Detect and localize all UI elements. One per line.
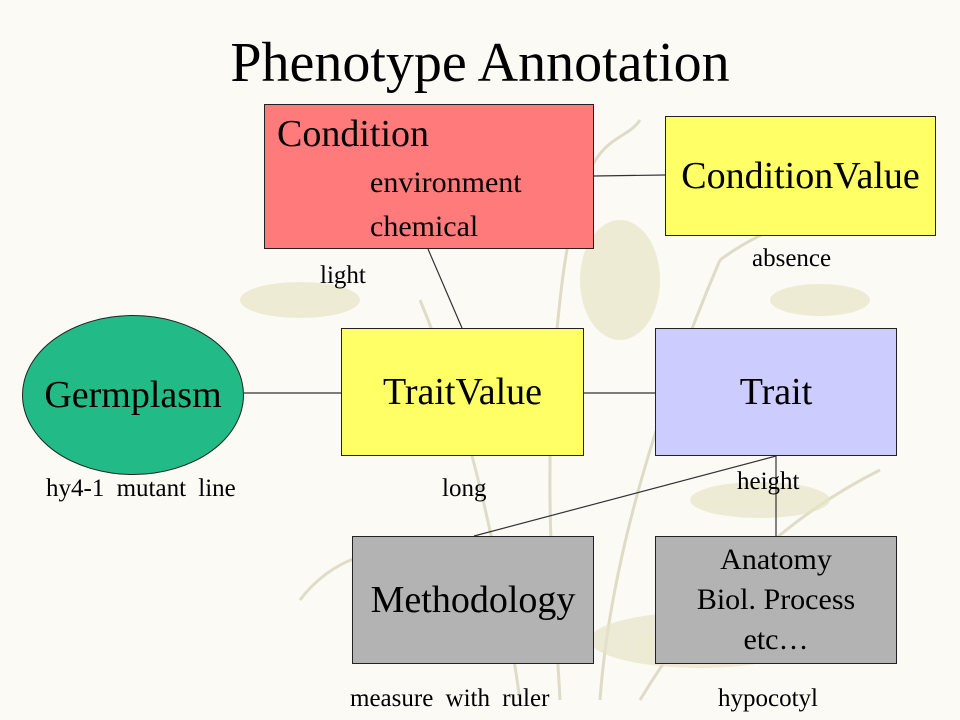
example-hypocotyl: hypocotyl: [718, 685, 818, 712]
germplasm-label: Germplasm: [44, 374, 222, 416]
example-long: long: [442, 475, 487, 502]
condition-value-box: ConditionValue: [665, 116, 936, 236]
anatomy-line-biol-process: Biol. Process: [696, 583, 856, 616]
condition-line-environment: environment: [370, 166, 522, 199]
methodology-label: Methodology: [370, 579, 576, 621]
condition-line-chemical: chemical: [370, 210, 479, 243]
example-height: height: [737, 468, 800, 495]
connector-trait-methodology: [473, 455, 777, 537]
condition-box: Condition environment chemical: [264, 104, 594, 249]
trait-value-label: TraitValue: [382, 371, 543, 413]
condition-title: Condition: [277, 113, 430, 155]
anatomy-box: Anatomy Biol. Process etc…: [655, 536, 897, 664]
anatomy-line-etc: etc…: [743, 623, 809, 656]
page-title: Phenotype Annotation: [230, 32, 730, 94]
anatomy-line-anatomy: Anatomy: [720, 543, 832, 576]
connector-condition-traitvalue: [427, 248, 463, 329]
germplasm-ellipse: Germplasm: [22, 315, 244, 475]
trait-box: Trait: [655, 328, 897, 456]
example-hy4-1-mutant-line: hy4-1 mutant line: [46, 475, 236, 502]
methodology-box: Methodology: [352, 536, 594, 664]
trait-label: Trait: [739, 371, 813, 413]
condition-value-label: ConditionValue: [681, 155, 920, 197]
example-absence: absence: [752, 245, 832, 272]
trait-value-box: TraitValue: [341, 328, 584, 456]
connector-condition-conditionvalue: [593, 174, 666, 177]
example-light: light: [320, 262, 366, 289]
example-measure-with-ruler: measure with ruler: [350, 685, 550, 712]
